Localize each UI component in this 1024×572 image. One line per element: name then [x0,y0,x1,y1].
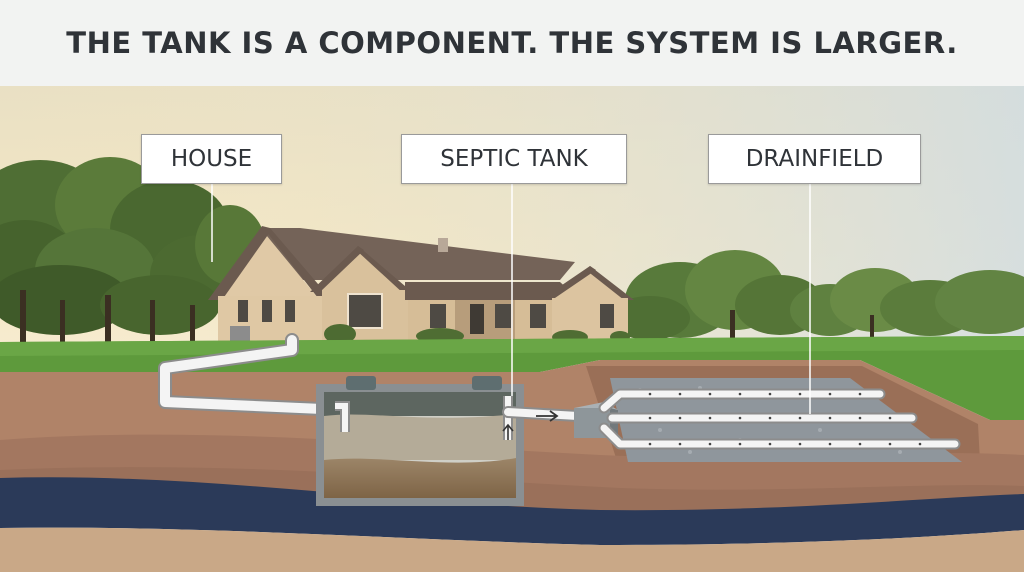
pipe-perforations [648,392,922,446]
scene-illustration [0,86,1024,572]
groundwater-band [0,477,1024,545]
flow-arrow-icon [536,410,559,422]
house-illustration [208,226,634,344]
inlet-pipe [158,333,352,417]
header-bar: THE TANK IS A COMPONENT. THE SYSTEM IS L… [0,0,1024,86]
bedrock-layer [0,527,1024,572]
septic-tank-illustration [316,376,524,506]
label-drainfield: DRAINFIELD [708,134,921,184]
flow-up-arrow-icon [502,423,514,440]
diagram-title: THE TANK IS A COMPONENT. THE SYSTEM IS L… [66,26,958,60]
outlet-pipe [502,406,584,422]
label-house: HOUSE [141,134,282,184]
drainfield-pipes [598,388,961,450]
label-septic-tank: SEPTIC TANK [401,134,627,184]
leader-lines [211,184,811,414]
